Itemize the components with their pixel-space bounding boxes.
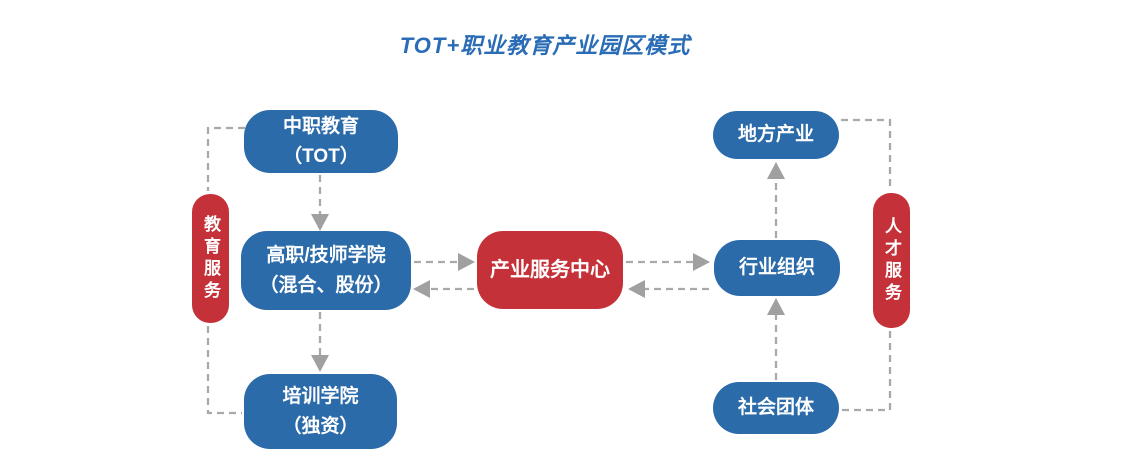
pill-talent-service: 人才服务 <box>873 193 910 328</box>
pill-education-service: 教育服务 <box>192 194 229 323</box>
arrowhead-left-gaozhi <box>413 280 430 298</box>
pill-label: 人才服务 <box>882 216 901 305</box>
connector-rencai-shehui <box>841 331 892 412</box>
node-label-line2: （混合、股份） <box>259 274 393 296</box>
node-industry-service-center: 产业服务中心 <box>477 231 623 309</box>
node-label: 社会团体 <box>737 397 814 419</box>
node-training-college: 培训学院 （独资） <box>244 374 397 449</box>
connector-jiaoyu-zhongzhi <box>206 126 245 191</box>
connector-rencai-difang <box>841 118 892 190</box>
arrowhead-down-gaozhi <box>311 214 329 231</box>
arrowhead-left-chanye <box>628 280 645 298</box>
connector-jiaoyu-peixun <box>206 326 242 415</box>
node-label-line2: （TOT） <box>283 145 359 167</box>
node-social-organizations: 社会团体 <box>713 382 839 434</box>
pill-label: 教育服务 <box>201 214 220 303</box>
arrowhead-up-difang <box>767 162 785 179</box>
node-industry-organization: 行业组织 <box>714 240 840 296</box>
arrowhead-up-hangye <box>767 298 785 315</box>
node-label-line1: 高职/技师学院 <box>266 245 386 267</box>
arrowhead-right-chanye <box>458 253 475 271</box>
arrowhead-down-peixun <box>311 355 329 372</box>
node-local-industry: 地方产业 <box>713 111 839 159</box>
node-label: 产业服务中心 <box>490 258 610 281</box>
diagram-title: TOT+职业教育产业园区模式 <box>399 33 691 58</box>
node-label-line1: 中职教育 <box>282 116 359 138</box>
node-label-line2: （独资） <box>282 415 359 437</box>
node-secondary-vocational-education: 中职教育 （TOT） <box>244 110 398 173</box>
arrowhead-right-hangye <box>693 253 710 271</box>
node-label: 地方产业 <box>737 124 814 146</box>
node-label: 行业组织 <box>738 257 815 279</box>
node-label-line1: 培训学院 <box>282 386 359 408</box>
node-higher-vocational-technician-college: 高职/技师学院 （混合、股份） <box>241 231 411 310</box>
